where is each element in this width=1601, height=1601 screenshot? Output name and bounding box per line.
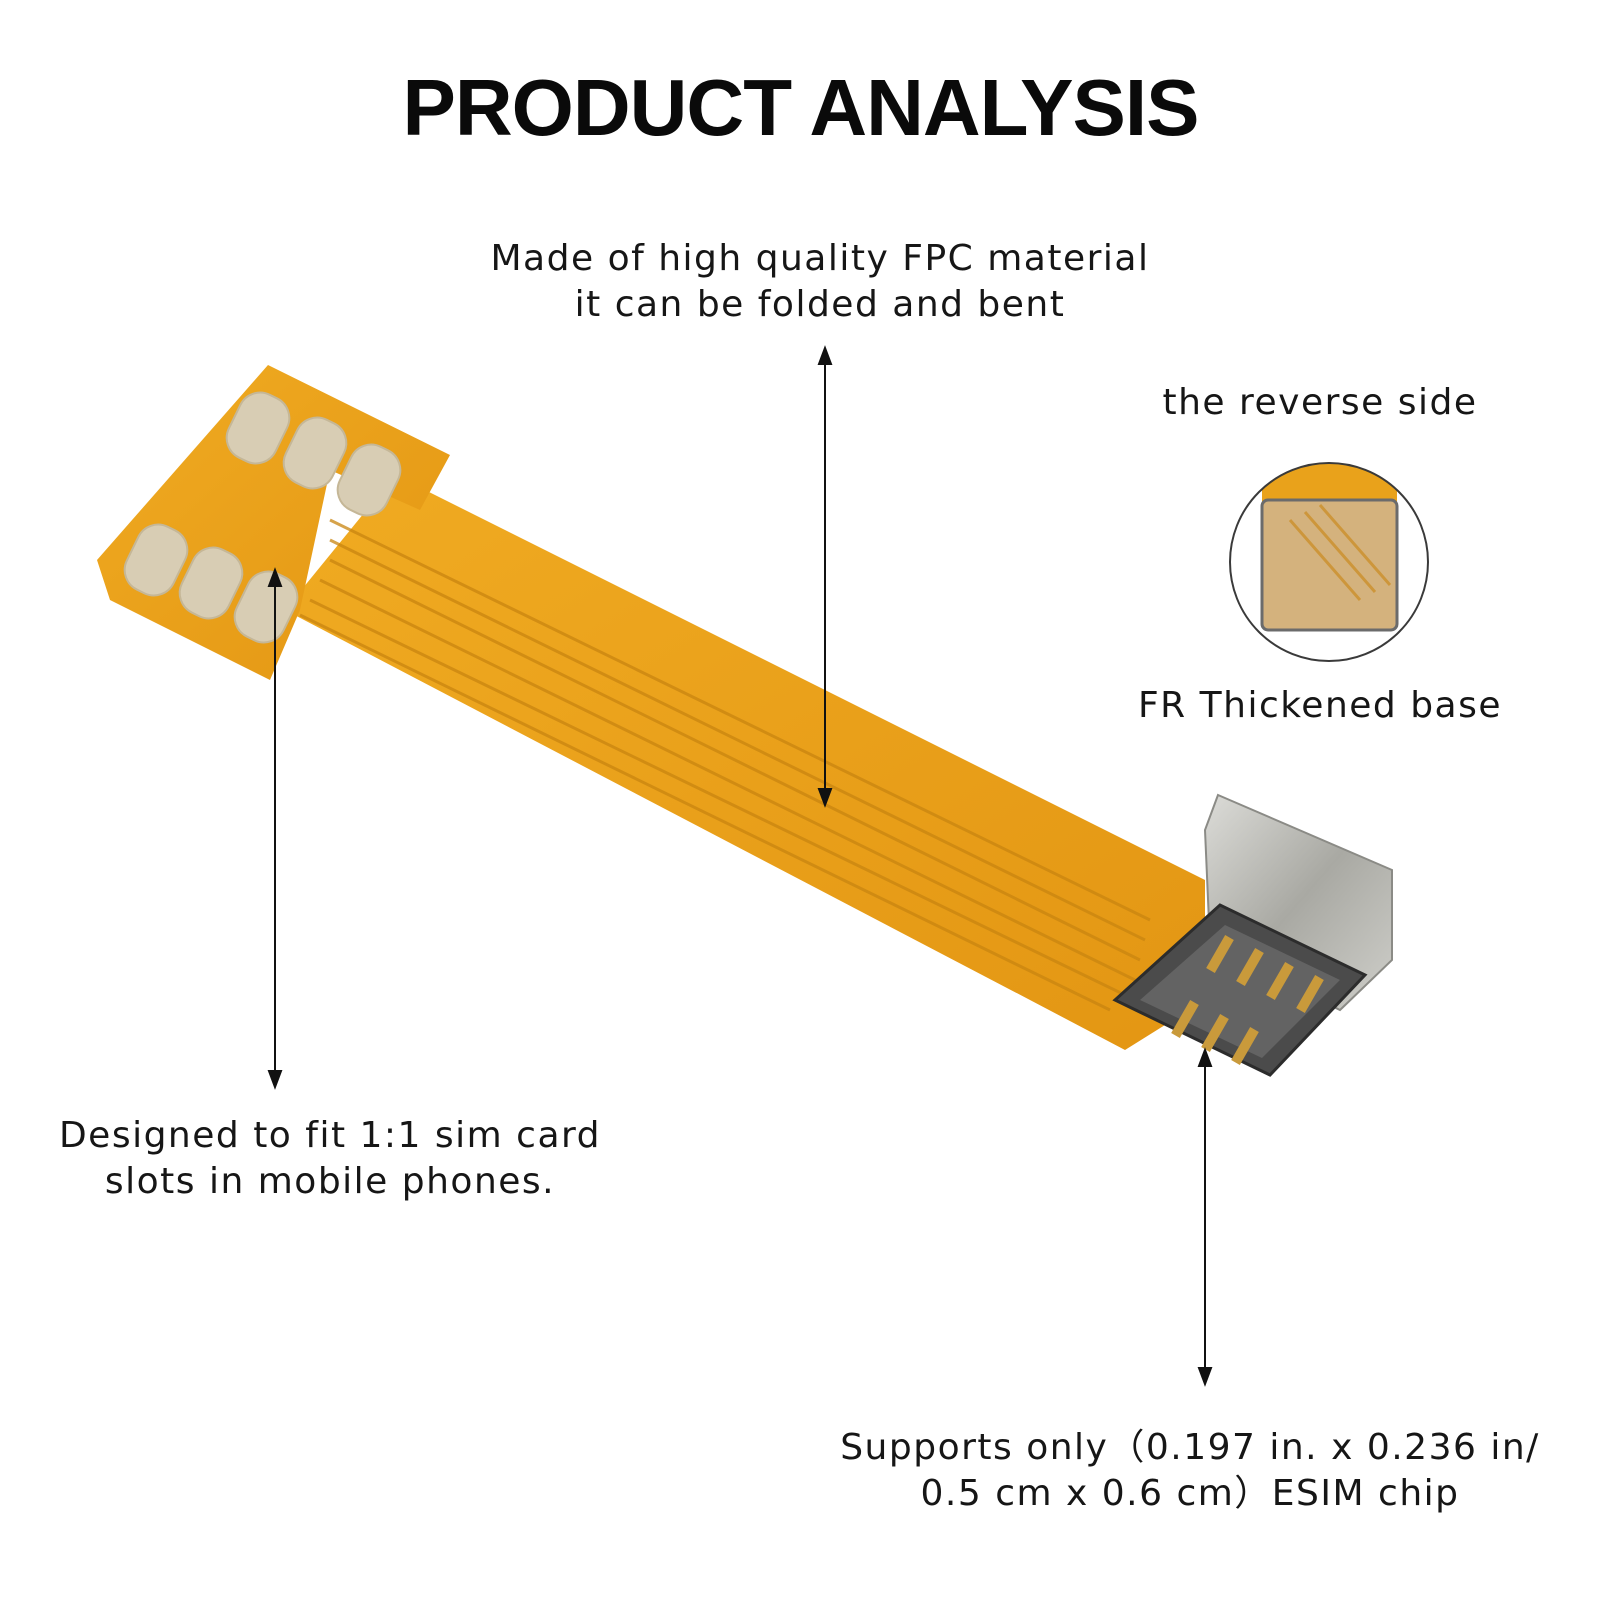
sim-fit-line-1: Designed to fit 1:1 sim card (58, 1115, 602, 1156)
reverse-side-label: the reverse side (1110, 380, 1530, 426)
socket-contacts (1171, 935, 1324, 1065)
sim-contact-pads (123, 391, 402, 644)
fr-base-text: FR Thickened base (1137, 685, 1503, 726)
inset-fpc-top (1262, 463, 1397, 505)
fpc-material-callout: Made of high quality FPC material it can… (440, 236, 1200, 328)
socket-inner (1140, 925, 1340, 1058)
fpc-callout-line-2: it can be folded and bent (574, 284, 1066, 325)
page-title: PRODUCT ANALYSIS (402, 63, 1200, 152)
reverse-side-inset (1229, 462, 1429, 662)
sim-fit-callout: Designed to fit 1:1 sim card slots in mo… (20, 1113, 640, 1205)
esim-line-2: 0.5 cm x 0.6 cm）ESIM chip (920, 1473, 1460, 1514)
fpc-strip (285, 475, 1205, 1050)
esim-line-1: Supports only（0.197 in. x 0.236 in/ (840, 1427, 1540, 1468)
fpc-callout-line-1: Made of high quality FPC material (490, 238, 1150, 279)
reverse-side-text: the reverse side (1162, 382, 1478, 423)
fpc-cable (97, 365, 1205, 1050)
esim-support-callout: Supports only（0.197 in. x 0.236 in/ 0.5 … (800, 1425, 1580, 1517)
fr-base-label: FR Thickened base (1110, 683, 1530, 729)
sim-fit-line-2: slots in mobile phones. (104, 1161, 556, 1202)
inset-circle-border (1229, 462, 1429, 662)
annotation-arrows (267, 345, 1213, 1387)
esim-socket (1112, 793, 1393, 1077)
fpc-traces (299, 518, 1151, 1012)
